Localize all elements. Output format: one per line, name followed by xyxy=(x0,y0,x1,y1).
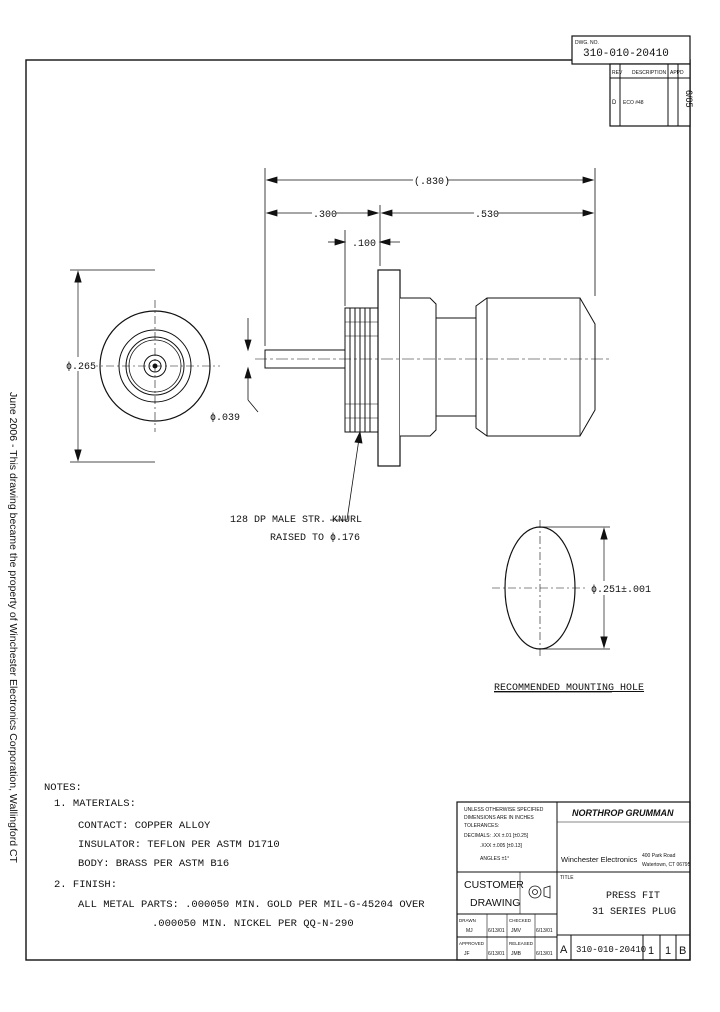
tolerance-line-1: UNLESS OTHERWISE SPECIFIED xyxy=(464,807,544,813)
overall-length-dim: (.830) xyxy=(414,176,450,188)
tolerance-line-5: .XXX ±.005 [±0.13] xyxy=(480,843,523,849)
tolerance-line-3: TOLERANCES: xyxy=(464,823,499,829)
address-line-2: Watertown, CT 06795 xyxy=(642,862,691,868)
dwg-number-box: DWG. NO. 310-010-20410 xyxy=(571,35,691,65)
tolerance-line-2: DIMENSIONS ARE IN INCHES xyxy=(464,815,534,821)
drawn-label: DRAWN xyxy=(459,918,476,923)
notes-block: NOTES: 1. MATERIALS: CONTACT: COPPER ALL… xyxy=(44,782,425,930)
tolerance-line-6: ANGLES ±1° xyxy=(480,856,509,862)
approved-by: JF xyxy=(464,951,470,957)
released-label: RELEASED xyxy=(509,941,534,946)
size-letter: A xyxy=(560,944,568,956)
flange-thickness-dim: .100 xyxy=(352,239,376,250)
third-angle-projection-icon xyxy=(528,885,551,899)
notes-body: BODY: BRASS PER ASTM B16 xyxy=(78,858,229,870)
tolerance-line-4: DECIMALS: .XX ±.01 [±0.25] xyxy=(464,833,529,839)
notes-contact: CONTACT: COPPER ALLOY xyxy=(78,820,211,832)
title-line-1: PRESS FIT xyxy=(606,891,660,902)
ownership-notice: June 2006 - This drawing became the prop… xyxy=(7,392,19,864)
title-label: TITLE xyxy=(560,875,574,881)
released-date: 6/13/01 xyxy=(536,951,553,957)
mounting-hole-dim: ϕ.251±.001 xyxy=(591,584,651,596)
approved-label: APPROVED xyxy=(459,941,485,946)
notes-finish-1: ALL METAL PARTS: .000050 MIN. GOLD PER M… xyxy=(78,899,425,911)
title-line-2: 31 SERIES PLUG xyxy=(592,907,676,918)
face-diameter-dim: ϕ.265 xyxy=(66,361,96,373)
sheet-number: 1 xyxy=(648,945,654,957)
division-name: Winchester Electronics xyxy=(561,855,638,864)
rev-header: REV xyxy=(612,70,623,76)
notes-item-1: 1. MATERIALS: xyxy=(54,798,136,810)
desc-header: DESCRIPTION xyxy=(632,70,667,76)
connector-end-view xyxy=(70,269,220,463)
rev-row-desc: ECO #48 xyxy=(623,100,644,106)
sheet-total: 1 xyxy=(665,945,671,957)
rev-row-letter: D xyxy=(612,100,617,106)
knurl-leader xyxy=(330,430,363,521)
customer-drawing-line-2: DRAWING xyxy=(470,897,520,909)
rev-letter: B xyxy=(679,945,686,957)
address-line-1: 400 Park Road xyxy=(642,853,676,859)
revision-block: REV DESCRIPTION APPD D ECO #48 6/05 xyxy=(609,63,694,127)
knurl-callout-line2: RAISED TO ϕ.176 xyxy=(270,532,360,544)
drawn-date: 6/13/01 xyxy=(488,928,505,934)
date-header: APPD xyxy=(670,70,684,76)
checked-by: JMV xyxy=(511,928,522,934)
dwg-no-label: DWG. NO. xyxy=(575,40,599,46)
right-length-dim: .530 xyxy=(475,210,499,221)
customer-drawing-line-1: CUSTOMER xyxy=(464,879,524,891)
notes-title: NOTES: xyxy=(44,782,82,794)
dwg-no-value: 310-010-20410 xyxy=(583,48,669,60)
title-block xyxy=(456,801,691,961)
drawn-by: MJ xyxy=(466,928,473,934)
notes-finish-2: .000050 MIN. NICKEL PER QQ-N-290 xyxy=(152,918,354,930)
rev-row-date: 6/05 xyxy=(684,90,694,108)
released-by: JMB xyxy=(511,951,522,957)
left-length-dim: .300 xyxy=(313,210,337,221)
drawing-border xyxy=(25,59,691,961)
notes-item-2: 2. FINISH: xyxy=(54,879,117,891)
checked-date: 6/13/01 xyxy=(536,928,553,934)
connector-side-view xyxy=(255,269,610,467)
mounting-hole-label: RECOMMENDED MOUNTING HOLE xyxy=(494,683,644,694)
knurl-callout-line1: 128 DP MALE STR. KNURL xyxy=(230,515,362,526)
approved-date: 6/13/01 xyxy=(488,951,505,957)
title-block-dwg-no: 310-010-20410 xyxy=(576,945,646,955)
checked-label: CHECKED xyxy=(509,918,532,923)
company-logo-text: NORTHROP GRUMMAN xyxy=(572,808,674,818)
notes-insulator: INSULATOR: TEFLON PER ASTM D1710 xyxy=(78,839,280,851)
pin-diameter-dim: ϕ.039 xyxy=(210,412,240,424)
